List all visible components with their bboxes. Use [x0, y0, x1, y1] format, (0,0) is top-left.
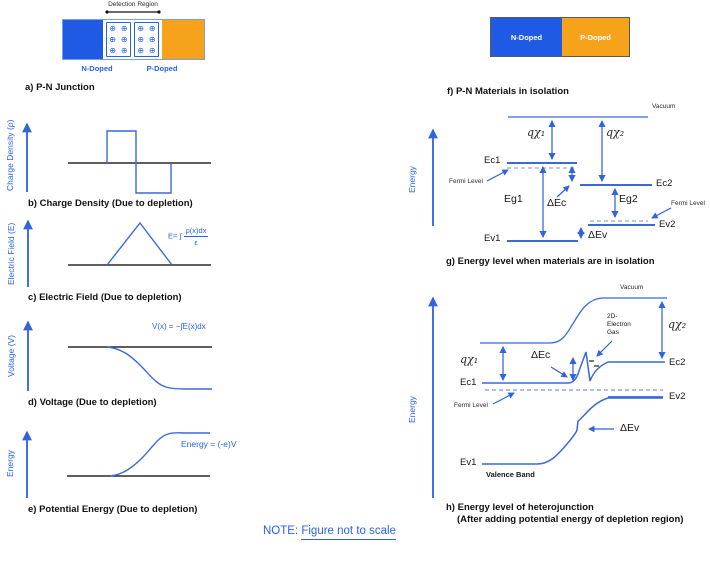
qx2-label-g: qχ₂ [606, 126, 625, 139]
axis-label-energy-h: Energy [407, 396, 417, 424]
delta-ev-label-h: ΔEv [620, 422, 640, 434]
vacuum-label-g: Vacuum [652, 103, 676, 110]
qx1-label-h: qχ₁ [460, 353, 479, 366]
p-doped-segment [161, 20, 204, 59]
two-d-electron-gas-line1: 2D- [607, 313, 618, 320]
caption-h-line2: (After adding potential energy of deplet… [457, 514, 684, 525]
depletion-box-p-side: ⊕⊕ ⊕⊕ ⊕⊕ [134, 22, 159, 57]
n-doped-segment [63, 20, 104, 59]
p-doped-label: P-Doped [146, 64, 178, 73]
qx2-label-h: qχ₂ [668, 318, 687, 331]
detection-region-label: Detection Region [108, 1, 158, 8]
axis-label-charge-density: Charge Density (ρ) [5, 119, 15, 191]
n-doped-box: N-Doped [491, 18, 562, 56]
caption-d: d) Voltage (Due to depletion) [28, 397, 157, 408]
ion-icon: ⊕ [137, 45, 145, 55]
ev1-label-g: Ev1 [484, 233, 501, 244]
depletion-region: ⊕⊕ ⊕⊕ ⊕⊕ ⊕⊕ ⊕⊕ ⊕⊕ [103, 20, 162, 59]
ev2-label-h: Ev2 [669, 391, 686, 402]
ion-icon: ⊕ [109, 45, 117, 55]
valence-band-label: Valence Band [486, 470, 535, 479]
two-d-electron-gas-line3: Gas [607, 329, 619, 336]
ion-icon: ⊕ [109, 34, 117, 44]
caption-e: e) Potential Energy (Due to depletion) [28, 504, 198, 515]
pn-junction-bar: ⊕⊕ ⊕⊕ ⊕⊕ ⊕⊕ ⊕⊕ ⊕⊕ [62, 19, 205, 60]
fermi-level-label-g-right: Fermi Level [671, 200, 705, 207]
potential-energy-plot [22, 430, 210, 498]
electron-minus-marks [589, 360, 599, 367]
electric-field-plot [23, 219, 211, 287]
formula-denominator: ε [194, 238, 198, 247]
ec2-label-g: Ec2 [656, 178, 673, 189]
isolated-materials-bar: N-Doped P-Doped [490, 17, 630, 57]
voltage-formula: V(x) = −∫E(x)dx [152, 322, 206, 331]
not-to-scale-note: NOTE: Figure not to scale [263, 525, 396, 540]
axis-label-voltage: Voltage (V) [6, 334, 16, 378]
ion-icon: ⊕ [120, 34, 128, 44]
ec1-label-h: Ec1 [460, 377, 477, 388]
caption-b: b) Charge Density (Due to depletion) [28, 198, 193, 209]
detection-region-measure [105, 10, 161, 14]
isolation-band-diagram [428, 116, 672, 242]
ion-icon: ⊕ [148, 23, 156, 33]
axis-label-energy-g: Energy [407, 166, 417, 194]
formula-numerator: ρ(x)dx [183, 226, 209, 237]
ion-icon: ⊕ [120, 23, 128, 33]
voltage-plot [23, 320, 212, 391]
charge-density-plot [22, 122, 211, 194]
caption-f: f) P-N Materials in isolation [447, 86, 569, 97]
p-doped-box: P-Doped [562, 18, 629, 56]
ion-icon: ⊕ [120, 45, 128, 55]
delta-ec-label-g: ΔEc [547, 197, 567, 209]
note-prefix: NOTE: [263, 525, 302, 537]
delta-ec-label-h: ΔEc [531, 349, 551, 361]
fermi-level-label-g-left: Fermi Level [449, 178, 483, 185]
caption-c: c) Electric Field (Due to depletion) [28, 292, 182, 303]
eg2-label: Eg2 [619, 193, 638, 205]
caption-h-line1: h) Energy level of heterojunction [446, 502, 594, 513]
ion-icon: ⊕ [137, 34, 145, 44]
fermi-level-label-h: Fermi Level [454, 402, 488, 409]
note-underlined-text: Figure not to scale [301, 525, 396, 540]
p-doped-box-label: P-Doped [580, 32, 611, 42]
axis-label-energy-e: Energy [5, 450, 15, 478]
vacuum-label-h: Vacuum [620, 284, 644, 291]
axis-label-electric-field: Electric Field (E) [6, 222, 16, 286]
ion-icon: ⊕ [148, 34, 156, 44]
ev2-label-g: Ev2 [659, 219, 676, 230]
ev1-label-h: Ev1 [460, 457, 477, 468]
caption-g: g) Energy level when materials are in is… [446, 256, 655, 267]
caption-a: a) P-N Junction [25, 82, 95, 93]
ec1-label-g: Ec1 [484, 155, 501, 166]
n-doped-box-label: N-Doped [510, 32, 543, 42]
heterojunction-band-diagram [428, 296, 667, 498]
formula-prefix: E= ∫ [168, 231, 182, 241]
two-d-electron-gas-line2: Electron [607, 321, 631, 328]
ion-icon: ⊕ [109, 23, 117, 33]
two-d-electron-gas-label: 2D- Electron Gas [607, 313, 631, 337]
ion-icon: ⊕ [137, 23, 145, 33]
ion-icon: ⊕ [148, 45, 156, 55]
n-doped-label: N-Doped [81, 64, 113, 73]
qx1-label-g: qχ₁ [527, 126, 546, 139]
delta-ev-label-g: ΔEv [588, 229, 608, 241]
eg1-label: Eg1 [504, 193, 523, 205]
ec2-label-h: Ec2 [669, 357, 686, 368]
depletion-box-n-side: ⊕⊕ ⊕⊕ ⊕⊕ [106, 22, 131, 57]
potential-energy-formula: Energy = (-e)V [181, 439, 237, 449]
